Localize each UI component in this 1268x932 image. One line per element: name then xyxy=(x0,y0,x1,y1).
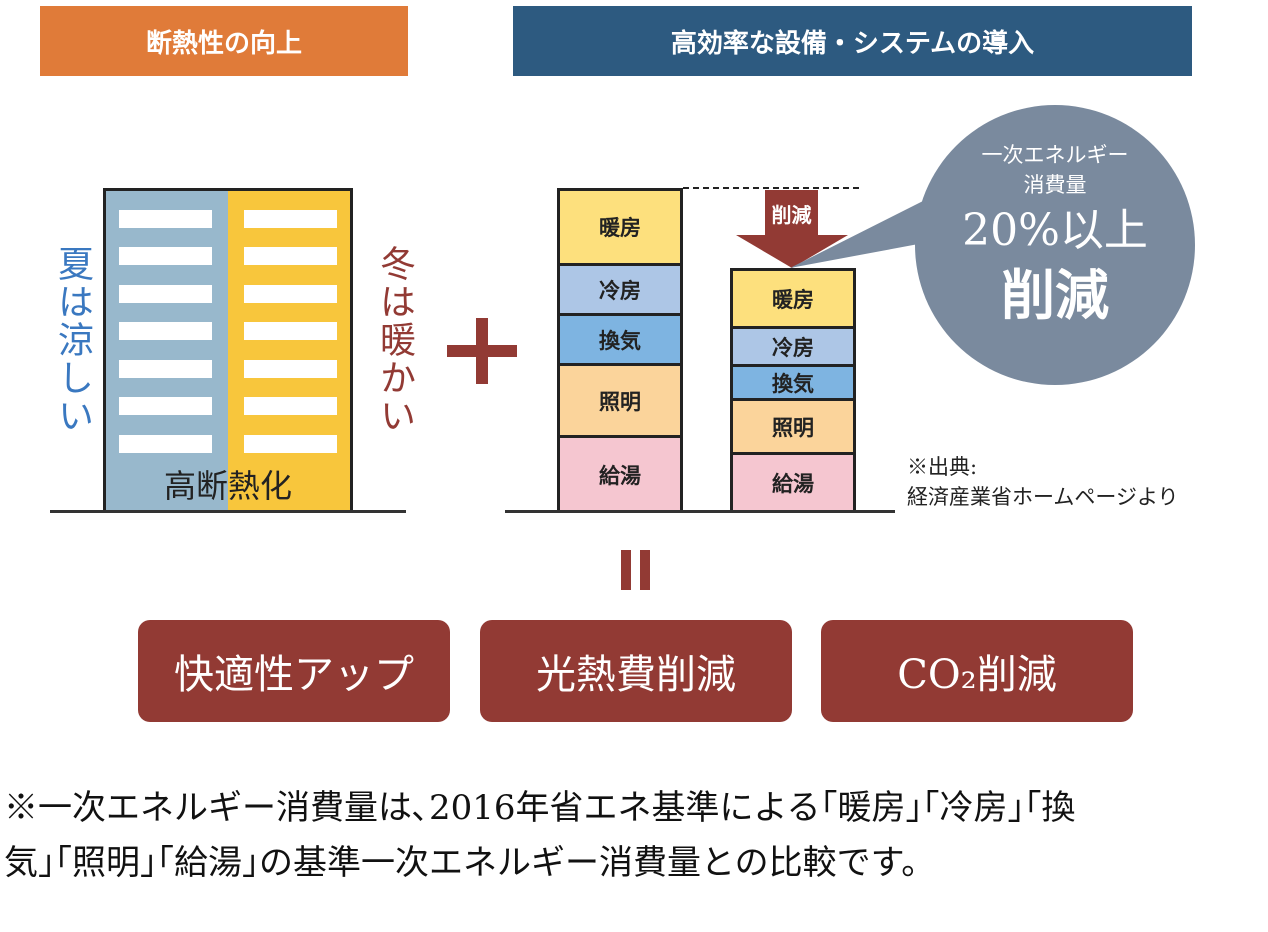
bar-segment: 照明 xyxy=(560,363,680,435)
bubble-line2: 消費量 xyxy=(1023,173,1087,197)
window xyxy=(119,360,212,378)
bar-segment: 暖房 xyxy=(733,268,853,326)
bar-segment: 給湯 xyxy=(733,452,853,511)
insulation-header: 断熱性の向上 xyxy=(40,6,408,76)
window xyxy=(119,397,212,415)
footnote-line1: ※一次エネルギー消費量は､2016年省エネ基準による｢暖房｣｢冷房｣｢換 xyxy=(4,788,1076,828)
equals-icon xyxy=(621,550,631,590)
bar-segment: 照明 xyxy=(733,398,853,452)
equipment-header: 高効率な設備・システムの導入 xyxy=(513,6,1192,76)
summer-label: 夏は涼しい xyxy=(52,245,93,435)
result-comfort: 快適性アップ xyxy=(138,620,450,722)
result-utility-cost: 光熱費削減 xyxy=(480,620,792,722)
bar-segment: 換気 xyxy=(733,364,853,398)
plus-icon-vertical xyxy=(476,318,488,384)
bubble-percent: 20%以上 xyxy=(962,205,1148,256)
window xyxy=(244,435,337,453)
ground-line-bars xyxy=(505,510,895,513)
bar-segment: 給湯 xyxy=(560,435,680,511)
bar-segment: 冷房 xyxy=(733,326,853,364)
source-note: ※出典: 経済産業省ホームページより xyxy=(907,452,1179,512)
building-label: 高断熱化 xyxy=(163,467,292,505)
ground-line xyxy=(50,510,406,513)
bubble-text: 一次エネルギー 消費量 20%以上 削減 xyxy=(915,140,1195,328)
speech-bubble xyxy=(790,105,1195,385)
window xyxy=(244,360,337,378)
winter-label: 冬は暖かい xyxy=(374,245,415,435)
bubble-line1: 一次エネルギー xyxy=(981,143,1129,167)
result-co2: CO₂削減 xyxy=(821,620,1133,722)
footnote-line2: 気｣｢照明｣｢給湯｣の基準一次エネルギー消費量との比較です。 xyxy=(4,843,936,883)
equals-icon-bar xyxy=(640,550,650,590)
window xyxy=(119,322,212,340)
bar-before: 暖房冷房換気照明給湯 xyxy=(557,188,683,511)
source-line1: ※出典: xyxy=(907,455,978,479)
bar-after: 暖房冷房換気照明給湯 xyxy=(730,268,856,511)
bubble-reduction: 削減 xyxy=(1001,263,1109,327)
bar-segment: 換気 xyxy=(560,313,680,363)
bar-segment: 冷房 xyxy=(560,263,680,313)
window xyxy=(244,322,337,340)
building-illustration: 高断熱化 xyxy=(103,188,353,511)
window xyxy=(119,210,212,228)
window xyxy=(244,397,337,415)
window xyxy=(119,247,212,265)
window xyxy=(244,285,337,303)
dashed-reference-line xyxy=(683,187,859,189)
window xyxy=(119,435,212,453)
window xyxy=(244,210,337,228)
bar-segment: 暖房 xyxy=(560,188,680,263)
source-line2: 経済産業省ホームページより xyxy=(907,485,1179,509)
window xyxy=(119,285,212,303)
reduction-arrow: 削減 xyxy=(765,190,818,236)
window xyxy=(244,247,337,265)
